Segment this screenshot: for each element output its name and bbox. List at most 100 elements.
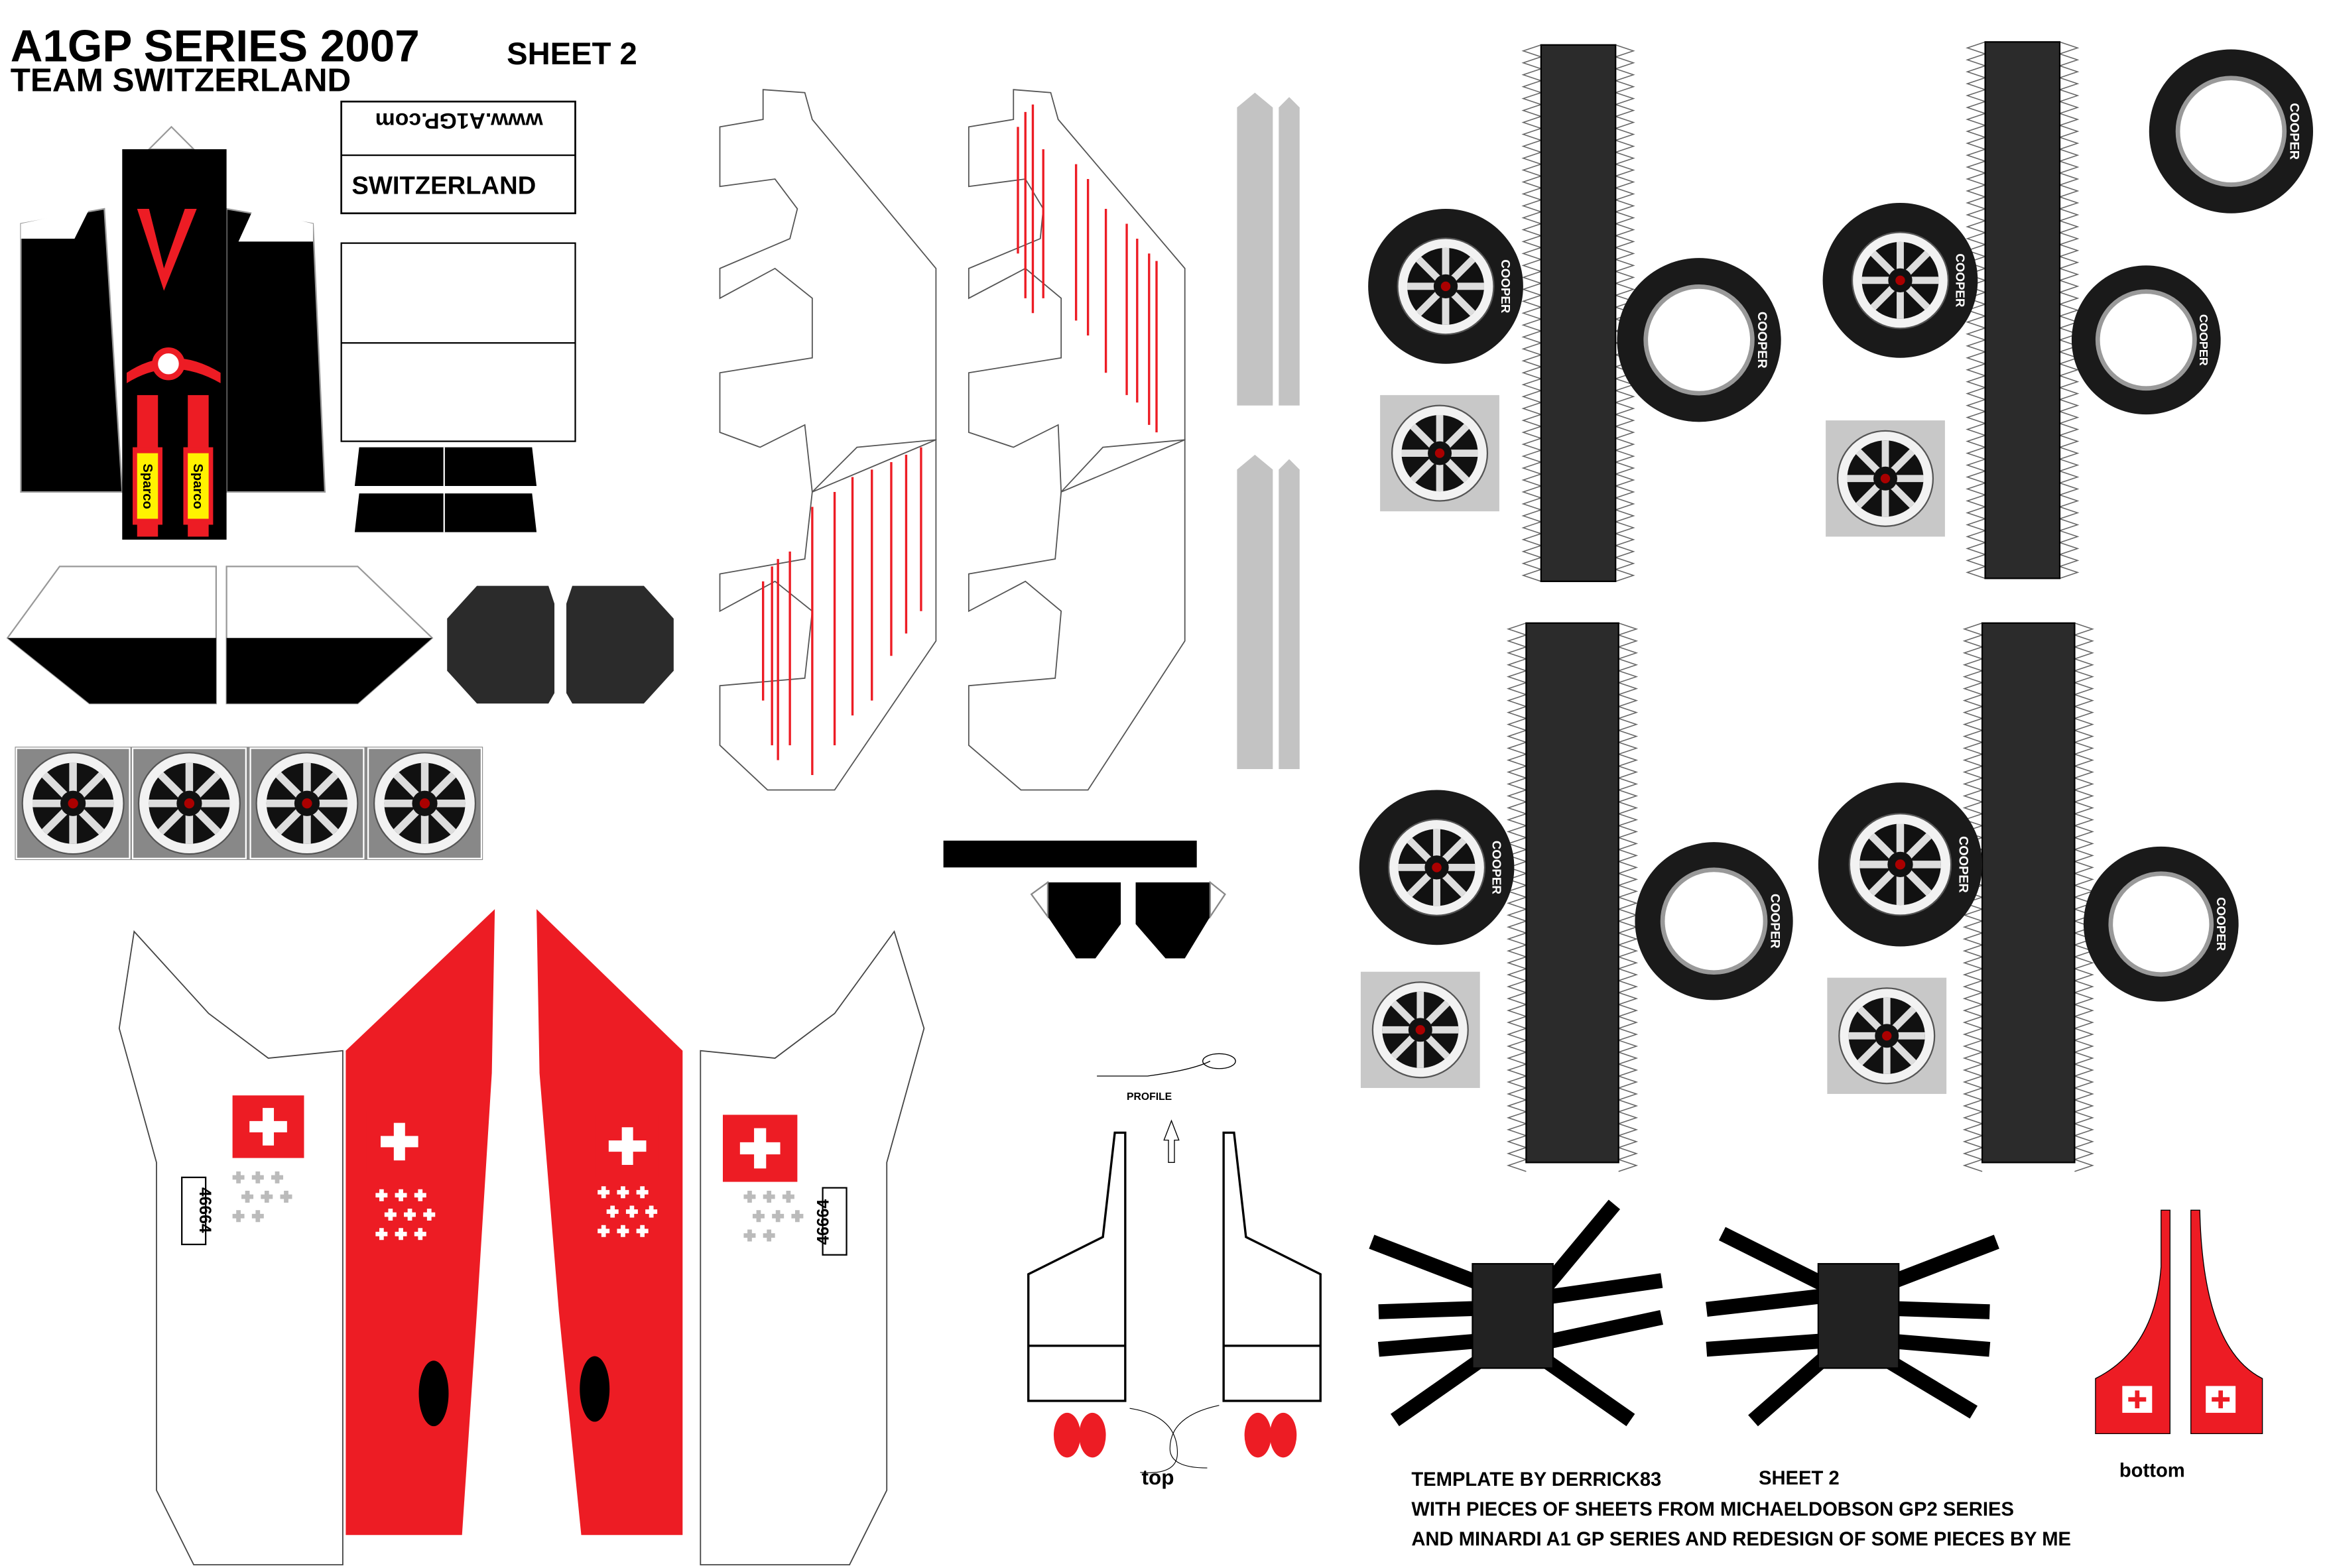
tire-inner: [2175, 76, 2287, 187]
small-cross: [395, 1189, 407, 1201]
credits-line2: WITH PIECES OF SHEETS FROM MICHAELDOBSON…: [1411, 1499, 2014, 1520]
rim-center: [419, 798, 430, 809]
small-cross: [232, 1171, 245, 1183]
nose-piece-left: [719, 89, 937, 791]
glue-tab-zigzag: [1521, 44, 1543, 582]
rim-center: [68, 798, 78, 809]
rim-center: [1434, 448, 1445, 458]
flag-cross: [249, 1108, 287, 1146]
website-decal: www.A1GP.com: [375, 108, 544, 133]
header: A1GP SERIES 2007 TEAM SWITZERLAND SHEET …: [11, 21, 637, 98]
small-cross: [625, 1205, 638, 1218]
sidepod-red-left: [346, 909, 495, 1536]
flag-cross: [380, 1122, 418, 1161]
car-number-decals: 46664 46664: [181, 1176, 848, 1256]
profile-label: PROFILE: [1127, 1091, 1172, 1103]
country-decal: SWITZERLAND: [351, 172, 536, 200]
car-number-left: 46664: [196, 1187, 214, 1233]
wheel-rim-row: [15, 747, 483, 861]
top-label: top: [1142, 1466, 1174, 1489]
tire-brand-decal: COOPER: [1767, 894, 1781, 949]
sidepod-white-left: [118, 930, 925, 1566]
rim-center: [1432, 863, 1442, 873]
small-cross: [791, 1210, 804, 1223]
small-cross: [752, 1210, 765, 1223]
small-cross: [782, 1191, 794, 1203]
small-cross: [423, 1209, 436, 1221]
rim-center: [1895, 859, 1906, 870]
rim-center: [1880, 473, 1891, 483]
rim-center: [1440, 281, 1451, 292]
tire-brand-decal: COOPER: [1755, 312, 1769, 369]
tire-inner: [2108, 871, 2214, 977]
small-cross: [772, 1210, 785, 1223]
small-cross: [617, 1225, 629, 1237]
small-cross: [384, 1209, 397, 1221]
tire-tread-strip: [1540, 44, 1617, 582]
small-cross: [271, 1171, 284, 1183]
tire-brand-decal: COOPER: [2287, 103, 2301, 160]
small-cross: [597, 1225, 610, 1237]
credits-line3: AND MINARDI A1 GP SERIES AND REDESIGN OF…: [1411, 1529, 2071, 1550]
small-cross: [261, 1191, 273, 1203]
car-number-right: 46664: [815, 1199, 833, 1245]
small-cross: [404, 1209, 416, 1221]
wing-pieces: [943, 840, 1226, 959]
small-cross: [414, 1189, 426, 1201]
subtitle: TEAM SWITZERLAND: [11, 62, 351, 98]
name-label-piece: www.A1GP.com SWITZERLAND: [340, 100, 576, 215]
rim-center: [1415, 1025, 1425, 1035]
tire-inner: [1643, 284, 1755, 396]
belt-decal-left: Sparco: [140, 463, 155, 509]
rim-center: [1895, 275, 1905, 286]
rim-center: [1882, 1031, 1892, 1041]
credits-line1: TEMPLATE BY DERRICK83: [1411, 1469, 1661, 1490]
tire-brand-decal: COOPER: [2197, 314, 2210, 366]
small-cross: [251, 1171, 264, 1183]
bottom-pieces: bottom: [2095, 1209, 2263, 1482]
sheet-number: SHEET 2: [507, 36, 637, 72]
flag-cross: [739, 1128, 781, 1169]
red-stripe-decals: [762, 104, 1158, 776]
small-cross: [251, 1210, 264, 1223]
small-cross: [743, 1229, 756, 1242]
small-cross: [395, 1228, 407, 1240]
title: A1GP SERIES 2007: [11, 21, 420, 71]
small-cross: [743, 1191, 756, 1203]
gray-strip-pieces: [1237, 92, 1300, 770]
small-cross: [636, 1225, 649, 1237]
small-cross: [241, 1191, 254, 1203]
tire-tread-strip: [1981, 622, 2076, 1164]
small-cross: [763, 1191, 775, 1203]
flag-cross: [608, 1127, 647, 1165]
white-panel-piece: [340, 242, 576, 442]
tire-inner: [2095, 289, 2197, 391]
small-cross: [636, 1186, 649, 1199]
sidepod-red-right: [536, 909, 683, 1536]
black-trapezoid-pieces: [354, 447, 537, 532]
small-cross: [645, 1205, 658, 1218]
tire-brand-decal: COOPER: [2214, 897, 2228, 951]
suspension-pieces: [1369, 1199, 1999, 1427]
small-cross: [597, 1186, 610, 1199]
bottom-label: bottom: [2119, 1461, 2185, 1482]
tire-pieces: COOPER COOPER COOPER COOPER COOPER COOPER COOP…: [1359, 41, 2314, 1172]
rim-center: [302, 798, 312, 809]
profile-diagram: PROFILE: [1097, 1053, 1236, 1164]
credits-sheet: SHEET 2: [1759, 1468, 1840, 1489]
tire-inner: [1660, 867, 1768, 975]
small-cross: [375, 1228, 388, 1240]
credits: TEMPLATE BY DERRICK83 SHEET 2 WITH PIECE…: [1411, 1468, 2071, 1550]
belt-decal-right: Sparco: [190, 463, 205, 509]
small-cross: [763, 1229, 775, 1242]
small-cross: [280, 1191, 292, 1203]
tire-brand-decal: COOPER: [1956, 836, 1970, 893]
glue-tab-zigzag: [2058, 41, 2080, 579]
glue-tab-zigzag: [1617, 623, 1639, 1172]
small-cross: [617, 1186, 629, 1199]
cockpit-piece: Sparco Sparco: [20, 125, 326, 540]
swiss-flag-decals: [232, 1095, 804, 1242]
tire-brand-decal: COOPER: [1490, 841, 1504, 894]
side-panel-pieces: [6, 566, 674, 705]
